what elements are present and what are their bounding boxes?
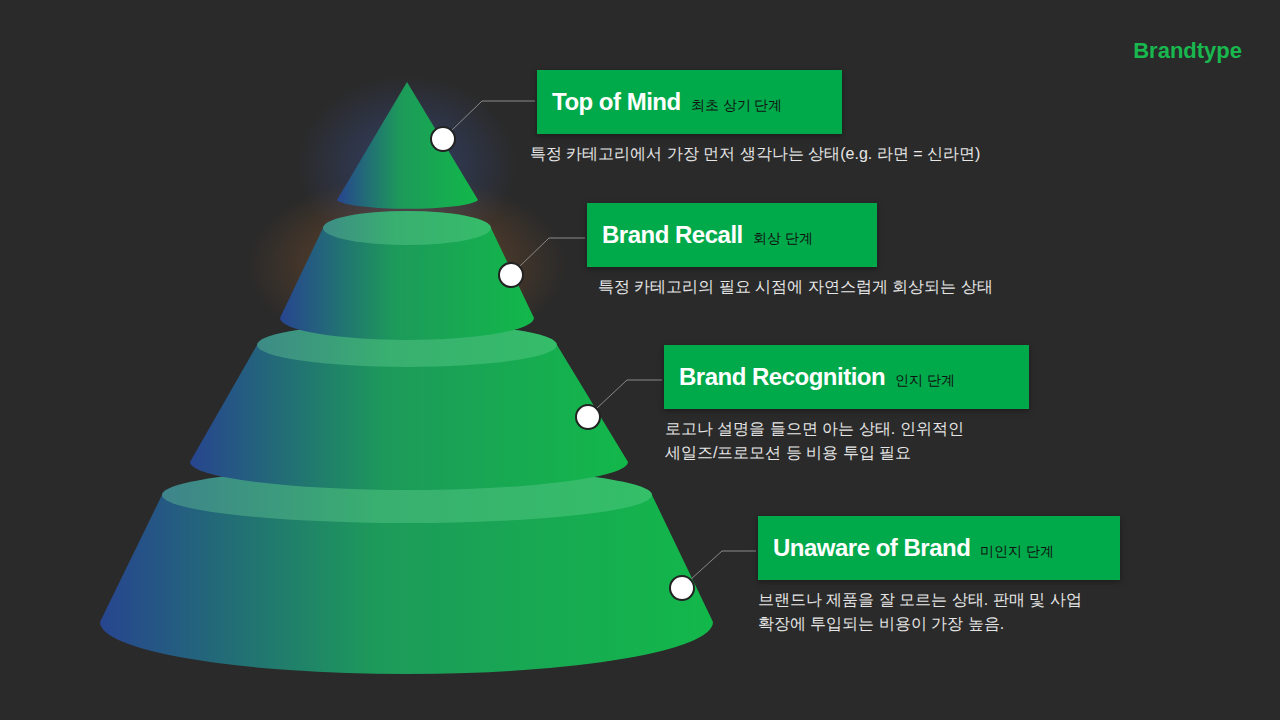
stage-node: Top of Mind최초 상기 단계특정 카테고리에서 가장 먼저 생각나는 … bbox=[537, 70, 1050, 166]
stage-subtitle: 인지 단계 bbox=[895, 372, 955, 388]
stage-description: 특정 카테고리에서 가장 먼저 생각나는 상태(e.g. 라면 = 신라면) bbox=[530, 142, 1050, 166]
stage-node: Brand Recognition 인지 단계로고나 설명을 들으면 아는 상태.… bbox=[664, 345, 1029, 465]
stage-description: 브랜드나 제품을 잘 모르는 상태. 판매 및 사업 확장에 투입되는 비용이 … bbox=[758, 588, 1108, 636]
stage-subtitle: 미인지 단계 bbox=[980, 543, 1054, 559]
stage-node: Unaware of Brand 미인지 단계브랜드나 제품을 잘 모르는 상태.… bbox=[758, 516, 1120, 636]
stage-title: Brand Recall bbox=[602, 221, 743, 248]
stage-description: 로고나 설명을 들으면 아는 상태. 인위적인 세일즈/프로모션 등 비용 투입… bbox=[665, 417, 995, 465]
stage-title: Top of Mind bbox=[552, 88, 681, 115]
stage-box: Top of Mind 최초 상기 단계 bbox=[537, 70, 842, 134]
stage-title: Brand Recognition bbox=[679, 363, 885, 390]
stage-box: Brand Recall 회상 단계 bbox=[587, 203, 877, 267]
stage-box: Unaware of Brand 미인지 단계 bbox=[758, 516, 1120, 580]
stage-description: 특정 카테고리의 필요 시점에 자연스럽게 회상되는 상태 bbox=[598, 275, 1118, 299]
brand-logo: Brandtype bbox=[1133, 38, 1242, 64]
stage-subtitle: 회상 단계 bbox=[753, 230, 813, 246]
stage-subtitle: 최초 상기 단계 bbox=[691, 97, 783, 113]
stage-node: Brand Recall 회상 단계특정 카테고리의 필요 시점에 자연스럽게 회… bbox=[587, 203, 1118, 299]
stage-box: Brand Recognition 인지 단계 bbox=[664, 345, 1029, 409]
stage-title: Unaware of Brand bbox=[773, 534, 970, 561]
